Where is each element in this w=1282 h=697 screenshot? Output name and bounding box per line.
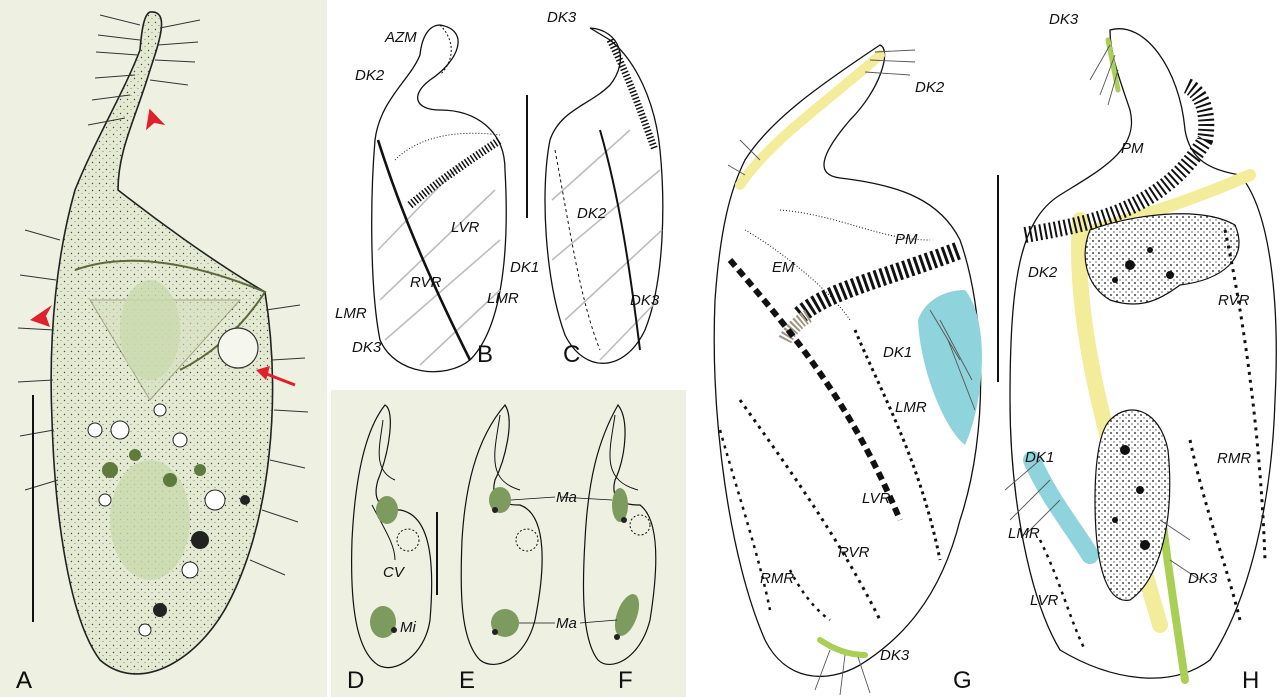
svg-text:LVR: LVR <box>451 219 480 236</box>
svg-text:EM: EM <box>772 259 795 276</box>
svg-text:DK3: DK3 <box>630 292 660 309</box>
svg-text:PM: PM <box>895 231 918 248</box>
svg-text:CV: CV <box>383 564 406 581</box>
panel-letter-e: E <box>459 667 475 694</box>
panel-letter-b: B <box>477 341 493 368</box>
svg-text:DK3: DK3 <box>1049 11 1079 28</box>
svg-text:Mi: Mi <box>400 619 416 636</box>
svg-text:PM: PM <box>1121 140 1144 157</box>
svg-text:DK2: DK2 <box>577 205 607 222</box>
svg-text:RVR: RVR <box>1218 292 1250 309</box>
svg-text:RMR: RMR <box>1217 450 1251 467</box>
svg-text:DK3: DK3 <box>547 9 577 26</box>
svg-text:RVR: RVR <box>838 544 870 561</box>
svg-text:DK2: DK2 <box>355 67 385 84</box>
svg-text:LMR: LMR <box>895 399 927 416</box>
panel-letter-c: C <box>563 341 580 368</box>
svg-text:LMR: LMR <box>487 290 519 307</box>
svg-text:DK2: DK2 <box>915 79 945 96</box>
panel-letter-a-label: A <box>16 667 32 694</box>
panel-def: CV Mi Ma Ma <box>331 390 686 697</box>
svg-text:LVR: LVR <box>862 490 891 507</box>
svg-text:DK1: DK1 <box>510 259 539 276</box>
panel-letter-f: F <box>618 667 633 694</box>
panel-letter-g: G <box>953 667 972 694</box>
panel-letter-h: H <box>1242 667 1259 694</box>
svg-text:DK3: DK3 <box>352 339 382 356</box>
contractile-vacuole-a <box>218 328 258 368</box>
panel-b: AZM DK2 LVR RVR DK1 LMR LMR DK3 B <box>335 25 539 372</box>
svg-text:DK2: DK2 <box>1028 264 1058 281</box>
svg-text:RMR: RMR <box>760 570 794 587</box>
panel-a: A <box>0 0 327 697</box>
svg-text:LVR: LVR <box>1030 592 1059 609</box>
svg-text:RVR: RVR <box>410 274 442 291</box>
panel-h: DK3 PM DK2 RVR DK1 RMR LMR DK3 LVR H <box>1005 11 1276 694</box>
panel-c: DK3 DK2 DK3 C <box>545 9 663 368</box>
svg-text:Ma: Ma <box>556 615 577 632</box>
svg-text:LMR: LMR <box>335 305 367 322</box>
svg-text:DK3: DK3 <box>880 647 910 664</box>
svg-text:LMR: LMR <box>1008 525 1040 542</box>
panel-letter-d: D <box>347 667 364 694</box>
panel-g: DK2 PM EM DK1 LMR LVR RMR RVR DK3 G <box>714 45 998 695</box>
svg-text:DK1: DK1 <box>1025 449 1054 466</box>
svg-text:DK3: DK3 <box>1188 570 1218 587</box>
svg-text:AZM: AZM <box>384 29 417 46</box>
svg-text:DK1: DK1 <box>883 344 912 361</box>
